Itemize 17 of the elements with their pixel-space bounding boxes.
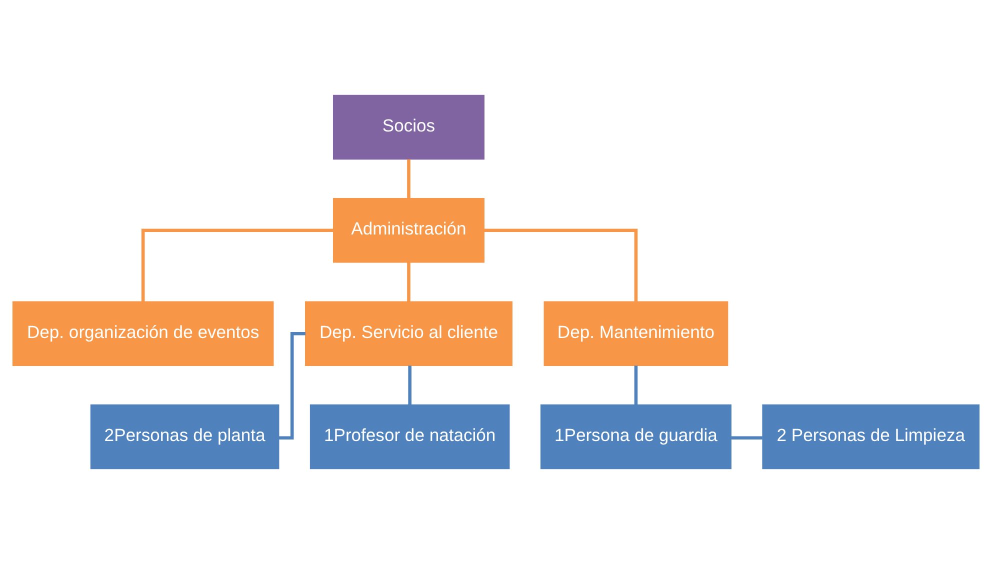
node-box: 2 Personas de Limpieza — [762, 404, 980, 469]
connector — [408, 365, 412, 404]
connector — [484, 228, 638, 301]
connector — [407, 158, 410, 198]
node-box: 2Personas de planta — [90, 404, 280, 469]
connector — [634, 365, 638, 404]
node-box: 1Persona de guardia — [540, 404, 732, 469]
connector — [731, 436, 762, 440]
connector — [278, 331, 306, 440]
node-box: Dep. organización de eventos — [12, 300, 274, 366]
node-box: Dep. Servicio al cliente — [305, 300, 512, 366]
node-box: Dep. Mantenimiento — [544, 300, 728, 366]
node-box: Administración — [333, 198, 484, 262]
node-box: Socios — [333, 94, 484, 160]
connector — [141, 228, 334, 301]
node-box: 1Profesor de natación — [310, 404, 510, 469]
connector — [407, 262, 410, 302]
